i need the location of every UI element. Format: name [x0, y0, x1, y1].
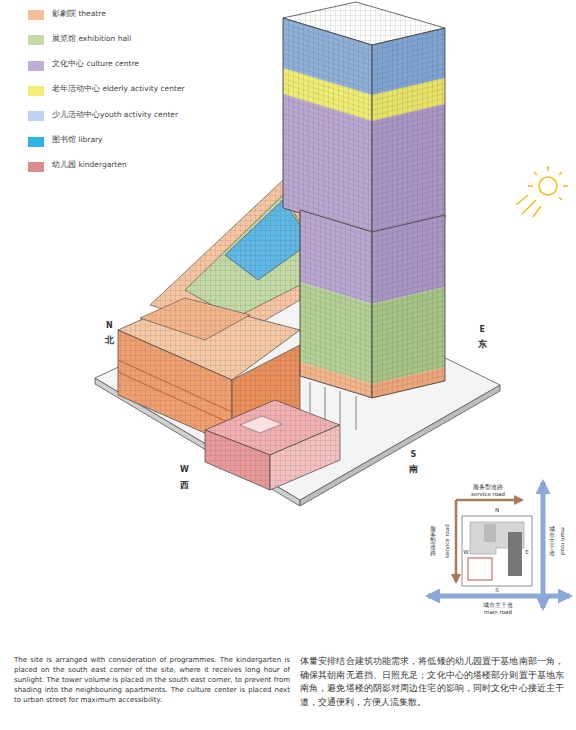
- compass-letter: W: [180, 465, 189, 474]
- illustration-part: [522, 200, 536, 214]
- illustration-part: [325, 387, 326, 420]
- illustration-part: [270, 425, 340, 490]
- legend-swatch: [28, 10, 44, 20]
- illustration-part: [547, 166, 549, 171]
- illustration-part: [283, 18, 372, 235]
- illustration-part: [456, 499, 522, 502]
- legend-text: 图书馆 library: [52, 136, 103, 145]
- road-label: main road: [484, 609, 512, 615]
- road-label: 服务型道路: [430, 526, 436, 556]
- legend-swatch: [28, 137, 44, 147]
- road-label: 城市主干道: [483, 602, 513, 608]
- illustration-part: [205, 430, 270, 490]
- compass-letter: S: [410, 450, 416, 459]
- legend-swatch: [28, 111, 44, 121]
- illustration-part: [516, 195, 528, 205]
- kindergarten-block: [205, 400, 340, 490]
- legend-text: 展览馆 exhibition hall: [52, 35, 131, 44]
- legend-text: 影劇院 theatre: [52, 10, 106, 19]
- description-zh: 体量安排结合建筑功能需求，将低矮的幼儿园置于基地南部一角，确保其朝南无遮挡、日照…: [300, 655, 564, 709]
- illustration-part: [428, 594, 570, 599]
- illustration-part: [372, 215, 445, 398]
- inset-compass: E: [525, 549, 528, 555]
- legend-text: 少儿活动中心youth activity center: [52, 111, 178, 120]
- tower-lower: [300, 210, 445, 430]
- road-label: 城市主干道: [549, 526, 555, 556]
- illustration-part: [462, 516, 532, 586]
- legend-swatch: [28, 162, 44, 172]
- legend-swatch: [28, 61, 44, 71]
- legend-swatch: [28, 35, 44, 45]
- compass-letter: E: [479, 325, 484, 334]
- tower-upper: [283, 2, 445, 235]
- illustration-part: [372, 215, 445, 398]
- legend-text: 老年活动中心 elderly activity center: [52, 85, 185, 94]
- illustration-part: [372, 28, 445, 235]
- sun-symbol: [516, 166, 568, 217]
- illustration-part: [300, 210, 372, 398]
- illustration-part: [508, 532, 522, 576]
- illustration-part: [283, 18, 372, 235]
- illustration-part: [455, 500, 458, 582]
- legend-swatch: [28, 86, 44, 96]
- illustration-part: [541, 482, 546, 608]
- inset-compass: W: [463, 549, 468, 555]
- illustration-part: [340, 391, 341, 425]
- compass-char: 东: [478, 340, 487, 350]
- compass-letter: N: [106, 321, 113, 330]
- compass-char: 南: [409, 465, 418, 475]
- illustration-part: [563, 185, 568, 187]
- illustration-part: [300, 210, 372, 398]
- compass-char: 北: [105, 336, 114, 346]
- illustration-part: [240, 416, 282, 433]
- road-label: service road: [444, 524, 450, 558]
- illustration-part: [310, 382, 311, 412]
- illustration-part: [534, 172, 537, 175]
- site-plan-inset: [428, 482, 570, 608]
- description-en: The site is arranged with consideration …: [14, 655, 290, 705]
- illustration-part: [484, 524, 496, 542]
- legend-text: 幼儿园 kindergarten: [52, 161, 127, 170]
- illustration-part: [559, 172, 562, 175]
- illustration-part: [528, 185, 533, 187]
- illustration-part: [118, 360, 232, 412]
- road-label: 服务型道路: [473, 484, 503, 490]
- inset-compass: N: [495, 507, 499, 513]
- theatre-block: [118, 298, 300, 445]
- illustration-part: [533, 206, 541, 217]
- illustration-part: [118, 372, 232, 424]
- road-label: main road: [560, 527, 566, 555]
- legend-text: 文化中心 culture centre: [52, 60, 139, 69]
- illustration-part: [372, 28, 445, 235]
- compass-char: 西: [180, 481, 189, 491]
- inset-compass: S: [495, 587, 499, 593]
- illustration-part: [356, 396, 357, 430]
- road-label: service road: [471, 491, 505, 497]
- illustration-part: [559, 197, 562, 200]
- illustration-part: [468, 558, 492, 580]
- illustration-part: [539, 177, 557, 195]
